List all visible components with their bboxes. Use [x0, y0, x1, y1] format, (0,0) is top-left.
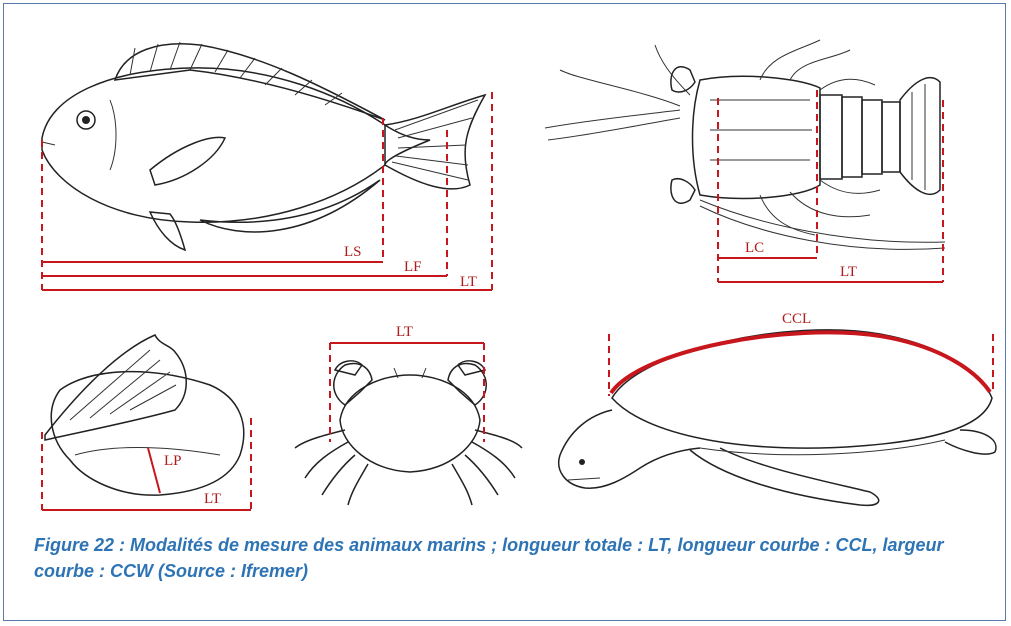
label-crab-lt: LT — [396, 324, 413, 340]
turtle-illustration — [559, 330, 996, 506]
label-ls: LS — [344, 244, 362, 260]
label-fish-lt: LT — [460, 274, 477, 290]
lobster-illustration — [545, 40, 945, 249]
fish-measurements — [42, 92, 492, 290]
label-lobster-lt: LT — [840, 264, 857, 280]
conch-illustration — [45, 335, 244, 495]
figure-caption: Figure 22 : Modalités de mesure des anim… — [34, 532, 994, 584]
label-lp: LP — [164, 453, 182, 469]
label-ccl: CCL — [782, 311, 811, 327]
measurement-figure: LS LF LT LC LT — [0, 0, 1011, 530]
label-lc: LC — [745, 240, 764, 256]
fish-illustration — [42, 42, 485, 250]
label-conch-lt: LT — [204, 491, 221, 507]
label-lf: LF — [404, 259, 422, 275]
turtle-measurements — [609, 332, 993, 396]
